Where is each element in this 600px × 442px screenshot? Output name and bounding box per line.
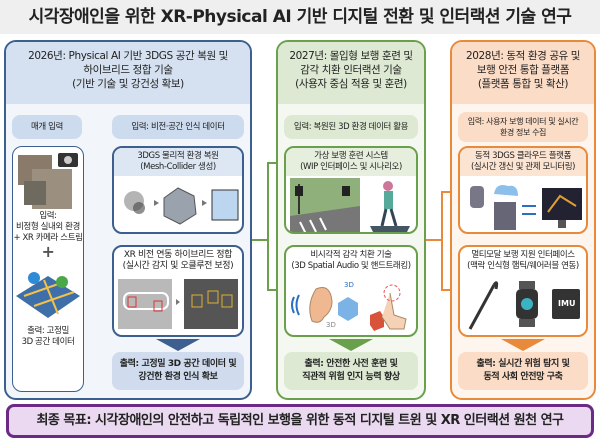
phase-2026-header: 2026년: Physical AI 기반 3DGS 공간 복원 및 하이브리드… <box>6 42 250 104</box>
cloud-server-monitor-image <box>470 185 582 230</box>
wearable-devices-image: IMU <box>460 275 586 335</box>
input-label: 입력: 복원된 3D 환경 데이터 활용 <box>284 115 418 139</box>
header-line: (기반 기술 및 강건성 확보) <box>72 78 184 90</box>
card-subtitle: (3D Spatial Audio 및 핸드트래킹) <box>291 261 411 271</box>
card-subtitle: (WIP 인터페이스 및 시나리오) <box>300 162 402 172</box>
sensory-substitution-card: 비시각적 감각 치환 기술(3D Spatial Audio 및 핸드트래킹) … <box>284 245 418 337</box>
header-line: 보행 안전 통합 플랫폼 <box>476 64 570 76</box>
final-goal-banner: 최종 목표: 시각장애인의 안전하고 독립적인 보행을 위한 동적 디지털 트윈… <box>6 404 594 438</box>
card-title: 가상 보행 훈련 시스템 <box>314 151 388 161</box>
card-subtitle: (맥락 인식형 햅틱/웨어러블 연동) <box>467 261 579 271</box>
environment-photos-image <box>18 153 78 209</box>
text-line: 비정형 실내외 환경 <box>16 222 80 232</box>
down-arrow-icon <box>501 339 545 351</box>
header-line: 2028년: 동적 환경 공유 및 <box>465 50 581 62</box>
header-line: (플랫폼 통합 및 확산) <box>477 78 569 90</box>
header-line: 2026년: Physical AI 기반 3DGS 공간 복원 및 <box>28 50 228 62</box>
3d-label: 3D <box>326 321 336 329</box>
text-line: + XR 카메라 스트림 <box>13 233 83 243</box>
audio-haptic-image: 3D 3D <box>286 275 416 335</box>
ear-audio-icon <box>291 284 407 331</box>
header-line: (사용자 중심 적용 및 훈련) <box>295 78 407 90</box>
input-label: 입력: 비전·공간 인식 데이터 <box>112 115 244 139</box>
media-input-text: 입력: 비정형 실내외 환경 + XR 카메라 스트림 <box>13 211 83 244</box>
text-line: 강건한 환경 인식 확보 <box>138 372 218 382</box>
down-arrow-icon <box>156 339 200 351</box>
imu-label: IMU <box>558 299 576 308</box>
card-title: 비시각적 감각 치환 기술 <box>310 250 392 260</box>
cloud-platform-card: 동적 3DGS 클라우드 플랫폼(실시간 갱신 및 관제 모니터링) <box>458 146 588 234</box>
text-line: 입력: 사용자 보행 데이터 및 실시간 <box>467 117 579 126</box>
text-line: 동적 사회 안전망 구축 <box>483 372 563 382</box>
diagram-title: 시각장애인을 위한 XR-Physical AI 기반 디지털 전환 및 인터랙… <box>0 0 600 34</box>
phase-2027-header: 2027년: 몰입형 보행 훈련 및 감각 치환 인터랙션 기술 (사용자 중심… <box>278 42 424 104</box>
crosswalk-treadmill-image <box>290 178 410 232</box>
down-arrow-icon <box>329 339 373 351</box>
text-line: 직관적 위험 인지 능력 향상 <box>302 372 400 382</box>
virtual-walking-training-card: 가상 보행 훈련 시스템(WIP 인터페이스 및 시나리오) <box>284 146 418 234</box>
phase-2027-panel: 2027년: 몰입형 보행 훈련 및 감각 치환 인터랙션 기술 (사용자 중심… <box>276 40 426 400</box>
3dgs-reconstruction-card: 3DGS 물리적 환경 복원(Mesh-Collider 생성) <box>112 146 244 234</box>
3d-label: 3D <box>344 281 354 289</box>
card-subtitle: (Mesh-Collider 생성) <box>140 162 216 172</box>
cane-watch-chip-icon <box>468 281 580 330</box>
multimodal-interface-card: 멀티모달 보행 지원 인터페이스(맥락 인식형 햅틱/웨어러블 연동) IMU <box>458 245 588 337</box>
phase-2028-panel: 2028년: 동적 환경 공유 및 보행 안전 통합 플랫폼 (플랫폼 통합 및… <box>450 40 596 400</box>
header-line: 2027년: 몰입형 보행 훈련 및 <box>289 50 413 62</box>
xr-occlusion-image <box>118 279 238 329</box>
media-output-text: 출력: 고정밀 3D 공간 데이터 <box>13 326 83 348</box>
media-input-label: 매개 입력 <box>12 115 82 139</box>
card-title: 3DGS 물리적 환경 복원 <box>137 151 219 161</box>
card-title: 멀티모달 보행 지원 인터페이스 <box>471 250 575 260</box>
card-subtitle: (실시간 갱신 및 관제 모니터링) <box>470 162 576 172</box>
header-line: 감각 치환 인터랙션 기술 <box>300 64 402 76</box>
media-input-box: 입력: 비정형 실내외 환경 + XR 카메라 스트림 + 출력: 고정밀 3D… <box>12 146 84 392</box>
card-title: 동적 3DGS 클라우드 플랫폼 <box>474 151 572 161</box>
text-line: 3D 공간 데이터 <box>21 337 75 347</box>
text-line: 환경 정보 수집 <box>499 128 547 137</box>
text-line: 입력: <box>39 211 57 221</box>
3d-map-icon <box>16 272 80 318</box>
pointcloud-mesh-image <box>124 187 239 225</box>
header-line: 하이브리드 정합 기술 <box>83 64 173 76</box>
text-line: 출력: 안전한 사전 훈련 및 <box>304 359 398 369</box>
text-line: 출력: 고정밀 3D 공간 데이터 및 <box>119 359 237 369</box>
card-subtitle: (실시간 감지 및 오클루전 보정) <box>122 261 234 271</box>
hybrid-registration-card: XR 비전 연동 하이브리드 정합(실시간 감지 및 오클루전 보정) <box>112 245 244 337</box>
phase-2028-header: 2028년: 동적 환경 공유 및 보행 안전 통합 플랫폼 (플랫폼 통합 및… <box>452 42 594 104</box>
text-line: 출력: 고정밀 <box>27 326 69 336</box>
phase-2026-panel: 2026년: Physical AI 기반 3DGS 공간 복원 및 하이브리드… <box>4 40 252 400</box>
plus-sign: + <box>41 242 55 261</box>
text-line: 출력: 실시간 위험 탐지 및 <box>476 359 570 369</box>
card-title: XR 비전 연동 하이브리드 정합 <box>123 250 233 260</box>
